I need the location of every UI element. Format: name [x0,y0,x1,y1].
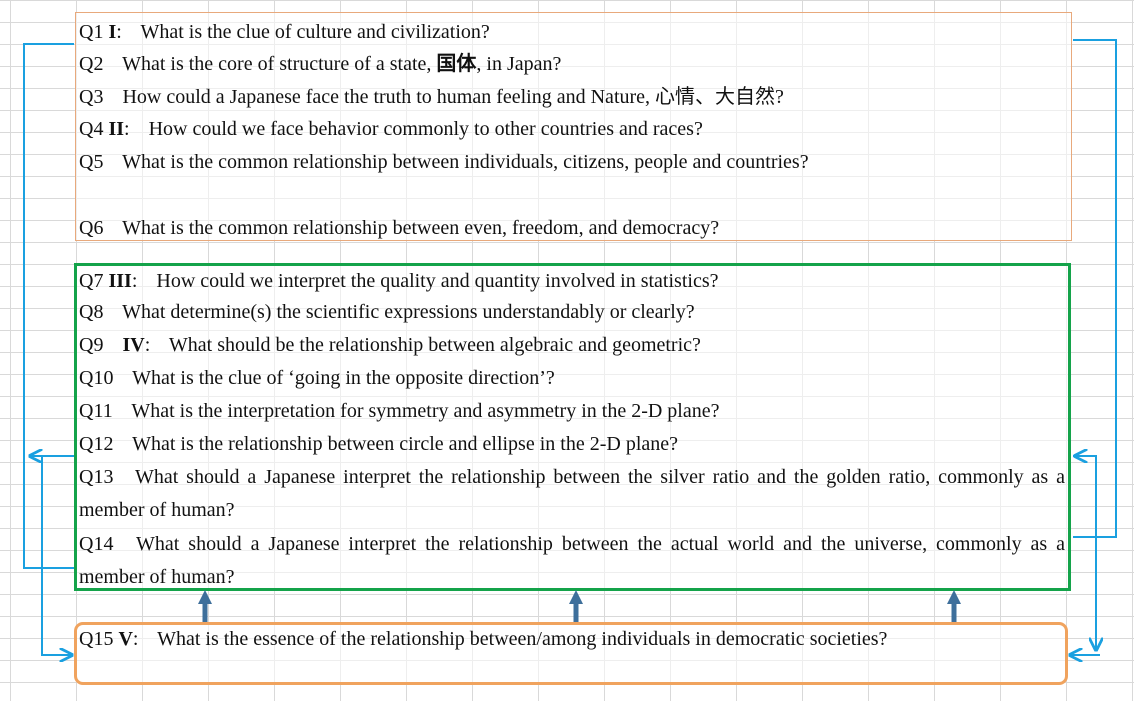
question-q5: Q5 What is the common relationship betwe… [79,151,809,173]
question-q2: Q2 What is the core of structure of a st… [79,53,562,75]
question-group-box-2 [74,263,1071,591]
question-q3: Q3 How could a Japanese face the truth t… [79,86,784,108]
question-q15: Q15 V: What is the essence of the relati… [79,628,888,650]
question-q1: Q1 I: What is the clue of culture and ci… [79,21,490,43]
question-q12: Q12 What is the relationship between cir… [79,433,679,455]
question-q13: Q13 What should a Japanese interpret the… [79,466,1065,521]
right-inner-connector [1073,455,1096,650]
question-q14: Q14 What should a Japanese interpret the… [79,533,1065,588]
up-arrows [198,590,961,622]
question-q6: Q6 What is the common relationship betwe… [79,217,720,239]
left-outer-connector [23,43,74,569]
question-q8: Q8 What determine(s) the scientific expr… [79,301,695,323]
question-group-box-3 [74,622,1068,685]
question-q10: Q10 What is the clue of ‘going in the op… [79,367,555,389]
question-q9: Q9 IV: What should be the relationship b… [79,334,701,356]
right-outer-connector [1073,39,1117,538]
left-inner-connector [41,455,74,655]
question-q4: Q4 II: How could we face behavior common… [79,118,703,140]
question-group-box-1 [75,12,1072,241]
question-q11: Q11 What is the interpretation for symme… [79,400,720,422]
question-q7: Q7 III: How could we interpret the quali… [79,270,719,292]
